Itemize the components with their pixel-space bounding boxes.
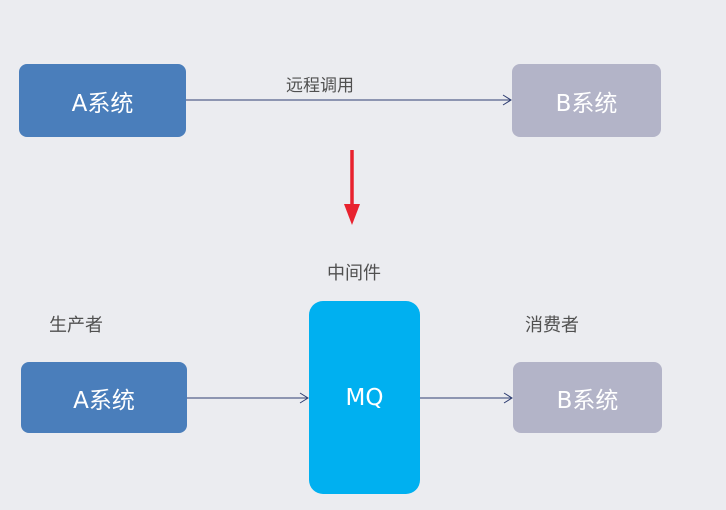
producer-to-mq-arrow: [187, 392, 309, 404]
mq-box: MQ: [309, 301, 420, 494]
middleware-label: 中间件: [327, 263, 381, 284]
consumer-label: 消费者: [525, 315, 579, 336]
mq-to-consumer-arrow: [420, 392, 513, 404]
remote-call-label: 远程调用: [286, 76, 354, 96]
bottom-b-system-label: B系统: [556, 387, 619, 414]
producer-label: 生产者: [49, 315, 103, 336]
mq-label: MQ: [345, 384, 384, 411]
remote-call-arrow: [186, 94, 512, 106]
top-a-system-label: A系统: [71, 90, 134, 117]
top-b-system-label: B系统: [555, 90, 618, 117]
transition-down-arrow: [344, 150, 360, 225]
top-a-system-box: A系统: [19, 64, 186, 137]
bottom-a-system-label: A系统: [73, 387, 135, 414]
bottom-b-system-box: B系统: [513, 362, 662, 433]
bottom-a-system-box: A系统: [21, 362, 187, 433]
top-b-system-box: B系统: [512, 64, 661, 137]
